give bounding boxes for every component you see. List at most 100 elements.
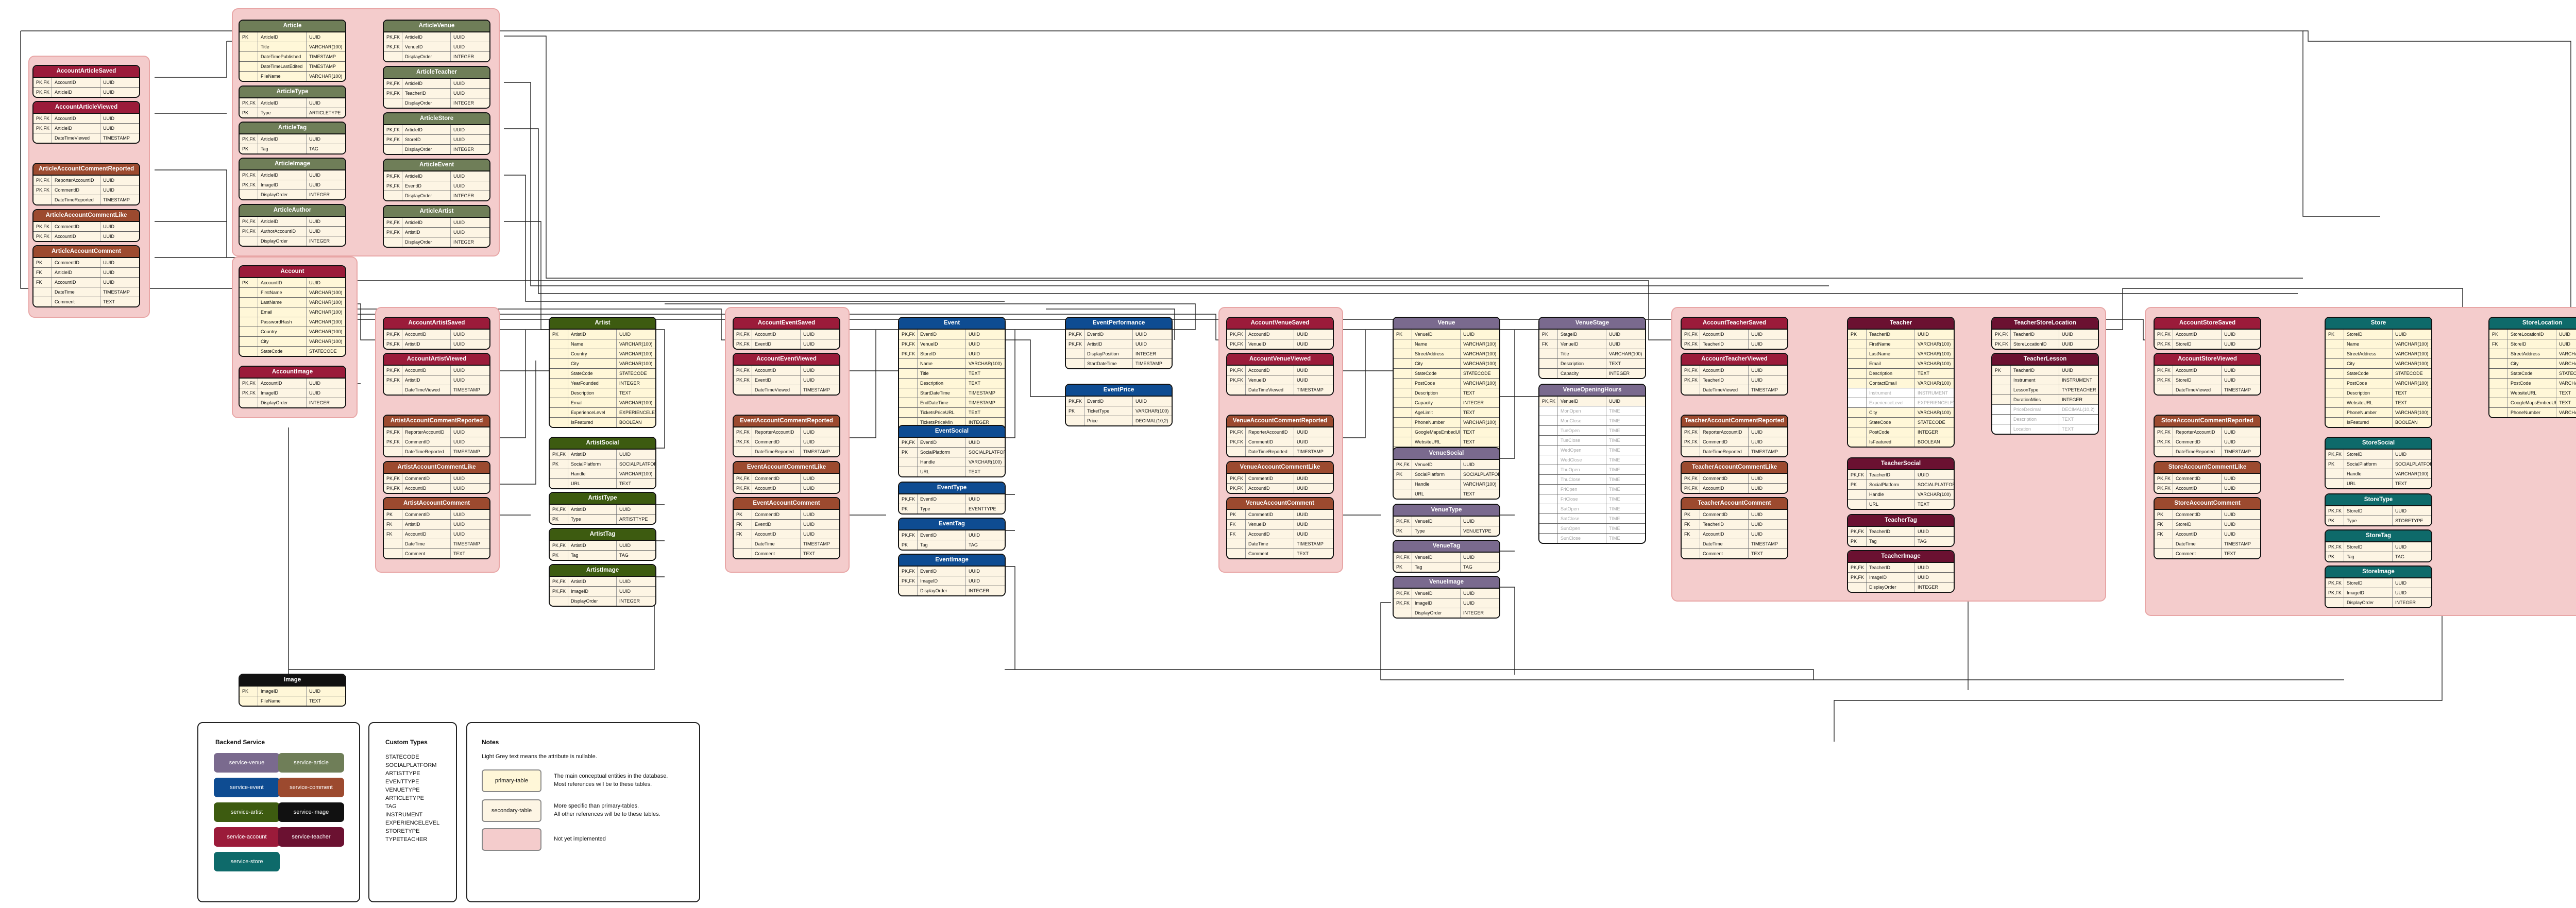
column-type: TEXT — [1460, 388, 1499, 398]
key-cell: FK — [36, 280, 42, 285]
column-name: WedClose — [1557, 455, 1606, 465]
service-event-swatch: service-event — [214, 778, 280, 797]
key-cell: PK,FK — [386, 35, 400, 40]
column-name: ArtistID — [568, 450, 616, 459]
note-primary-2: Most references will be to these tables. — [554, 781, 652, 787]
column-name: DateTime — [752, 539, 800, 549]
column-type: UUID — [1460, 517, 1499, 526]
column-type: VARCHAR(100) — [965, 359, 1005, 368]
column-name: StoreID — [402, 135, 450, 144]
key-cell — [2326, 469, 2344, 478]
column-name: DateTimeViewed — [52, 133, 100, 143]
column-type: UUID — [450, 125, 489, 134]
column-name: StageID — [1557, 330, 1606, 339]
column-name: ImageID — [568, 587, 616, 596]
table-title: VenueTag — [1394, 541, 1499, 553]
key-cell: PK,FK — [242, 173, 256, 178]
column-name: ReporterAccountID — [752, 427, 800, 437]
